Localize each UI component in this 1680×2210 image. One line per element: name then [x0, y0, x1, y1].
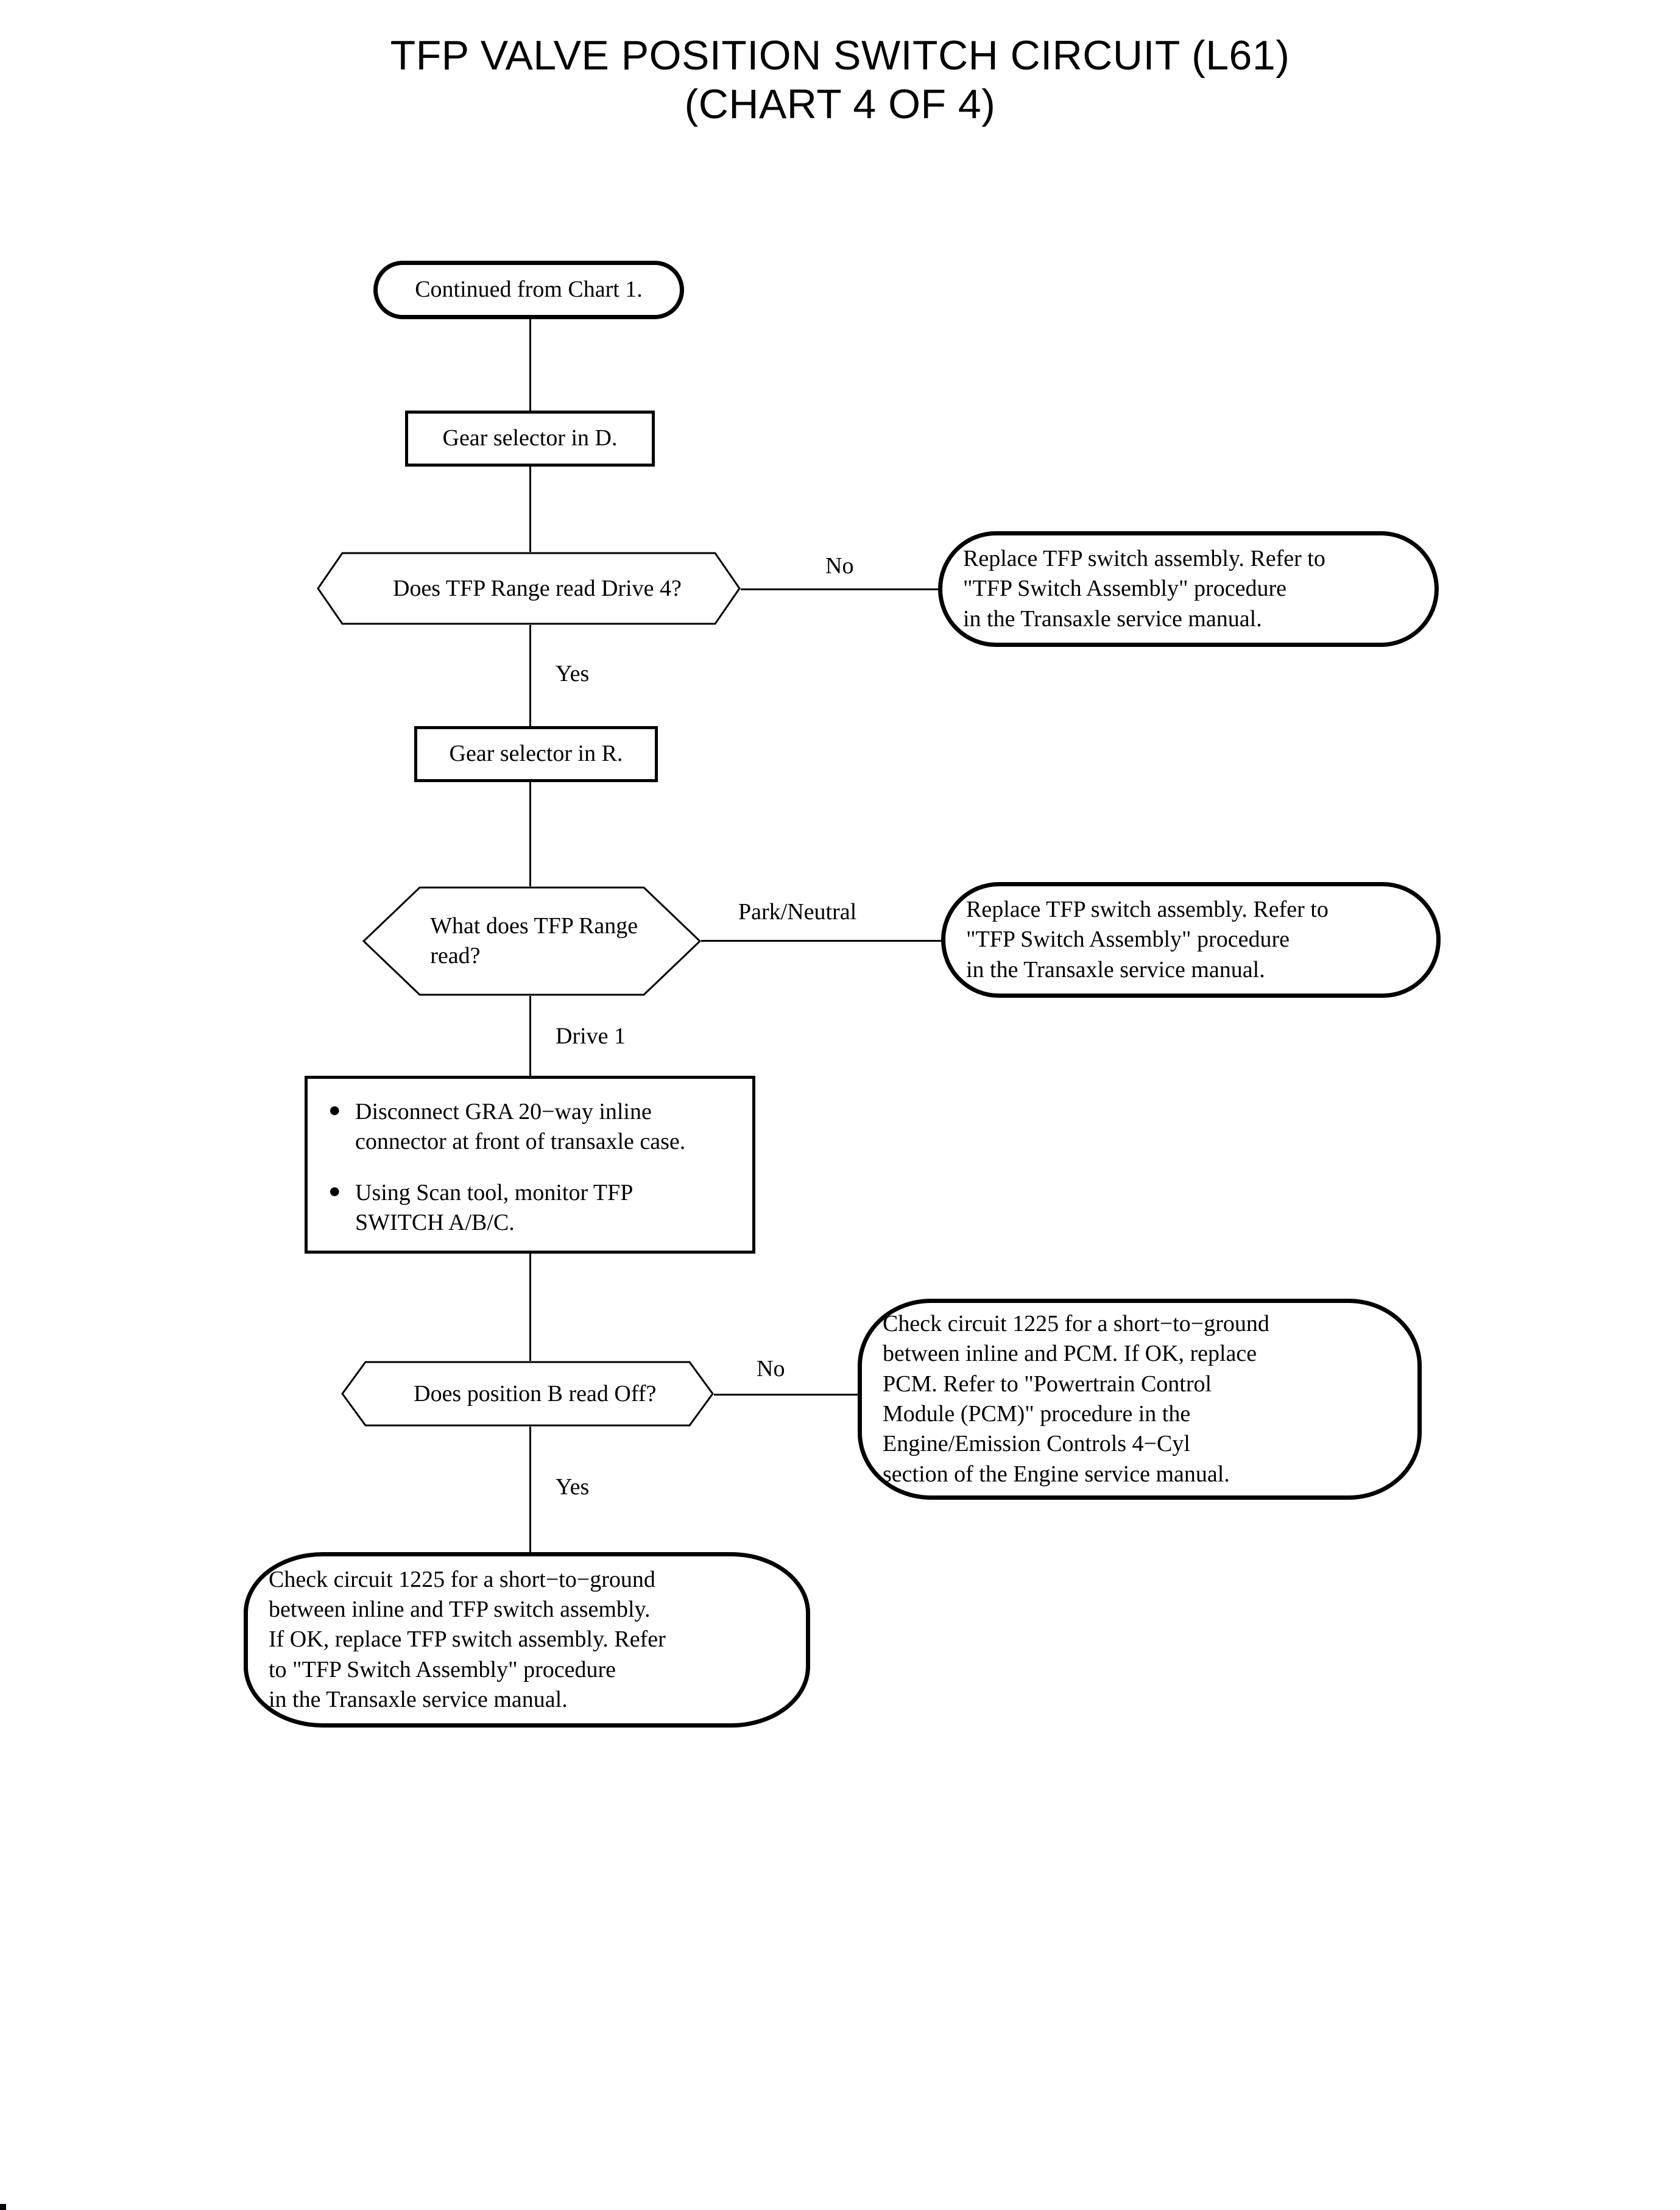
- node-decision-position-b[interactable]: Does position B read Off?: [341, 1361, 714, 1427]
- node-continued-from-chart-label: Continued from Chart 1.: [415, 277, 643, 303]
- node-gear-selector-r[interactable]: Gear selector in R.: [414, 726, 658, 782]
- node-check-circuit-tfp[interactable]: Check circuit 1225 for a short−to−ground…: [244, 1552, 810, 1728]
- node-gear-selector-d[interactable]: Gear selector in D.: [405, 411, 655, 467]
- node-gear-selector-d-label: Gear selector in D.: [442, 425, 618, 451]
- edge-label-yes-drive4: Yes: [556, 661, 590, 687]
- node-check-circuit-tfp-label: Check circuit 1225 for a short−to−ground…: [269, 1566, 666, 1713]
- connector-start-to-gear-d: [529, 316, 531, 413]
- connector-gear-d-to-decision-drive4: [529, 464, 531, 553]
- title-line-1: TFP VALVE POSITION SWITCH CIRCUIT (L61): [390, 32, 1290, 79]
- connector-decision-b-yes: [529, 1423, 531, 1555]
- node-replace-switch-2-label: Replace TFP switch assembly. Refer to "T…: [966, 896, 1329, 983]
- node-continued-from-chart[interactable]: Continued from Chart 1.: [373, 261, 684, 319]
- edge-label-yes-position-b: Yes: [556, 1474, 590, 1500]
- bullet-item: ● Using Scan tool, monitor TFP SWITCH A/…: [328, 1178, 736, 1238]
- node-disconnect-and-monitor[interactable]: ● Disconnect GRA 20−way inline connector…: [305, 1076, 755, 1254]
- connector-decision-b-no: [713, 1394, 861, 1396]
- node-check-circuit-pcm[interactable]: Check circuit 1225 for a short−to−ground…: [858, 1299, 1422, 1500]
- node-decision-position-b-label: Does position B read Off?: [414, 1380, 657, 1407]
- registration-tick: [0, 2204, 6, 2210]
- connector-decision-drive4-no: [739, 588, 941, 590]
- connector-decision-range-parkneutral: [699, 940, 943, 942]
- hexagon-outline: [317, 552, 741, 625]
- bullet-item-1-label: Disconnect GRA 20−way inline connector a…: [355, 1099, 686, 1155]
- node-decision-drive4-label: Does TFP Range read Drive 4?: [393, 575, 682, 601]
- node-decision-range-read-label: What does TFP Range read?: [430, 913, 638, 969]
- node-replace-switch-1[interactable]: Replace TFP switch assembly. Refer to "T…: [938, 531, 1439, 647]
- hexagon-outline: [341, 1361, 714, 1427]
- hexagon-outline: [362, 886, 701, 996]
- bullet-marker-icon: ●: [328, 1099, 341, 1121]
- connector-gear-r-to-decision-range: [529, 781, 531, 889]
- edge-label-no-position-b: No: [757, 1356, 785, 1382]
- connector-decision-range-drive1: [529, 995, 531, 1076]
- node-decision-drive4[interactable]: Does TFP Range read Drive 4?: [317, 552, 741, 625]
- node-replace-switch-1-label: Replace TFP switch assembly. Refer to "T…: [963, 545, 1325, 632]
- node-replace-switch-2[interactable]: Replace TFP switch assembly. Refer to "T…: [941, 882, 1441, 998]
- bullet-item-2-label: Using Scan tool, monitor TFP SWITCH A/B/…: [355, 1179, 634, 1236]
- node-decision-range-read[interactable]: What does TFP Range read?: [362, 886, 701, 996]
- bullet-item: ● Disconnect GRA 20−way inline connector…: [328, 1097, 736, 1157]
- page-title: TFP VALVE POSITION SWITCH CIRCUIT (L61) …: [0, 32, 1680, 129]
- edge-label-no-drive4: No: [825, 553, 854, 579]
- connector-bullets-to-decision-b: [529, 1254, 531, 1364]
- edge-label-drive1: Drive 1: [556, 1023, 626, 1049]
- connector-decision-drive4-yes: [529, 623, 531, 731]
- title-line-2: (CHART 4 OF 4): [684, 80, 996, 127]
- node-gear-selector-r-label: Gear selector in R.: [449, 741, 623, 767]
- bullet-marker-icon: ●: [328, 1179, 341, 1202]
- edge-label-park-neutral: Park/Neutral: [738, 899, 857, 925]
- node-check-circuit-pcm-label: Check circuit 1225 for a short−to−ground…: [883, 1310, 1269, 1487]
